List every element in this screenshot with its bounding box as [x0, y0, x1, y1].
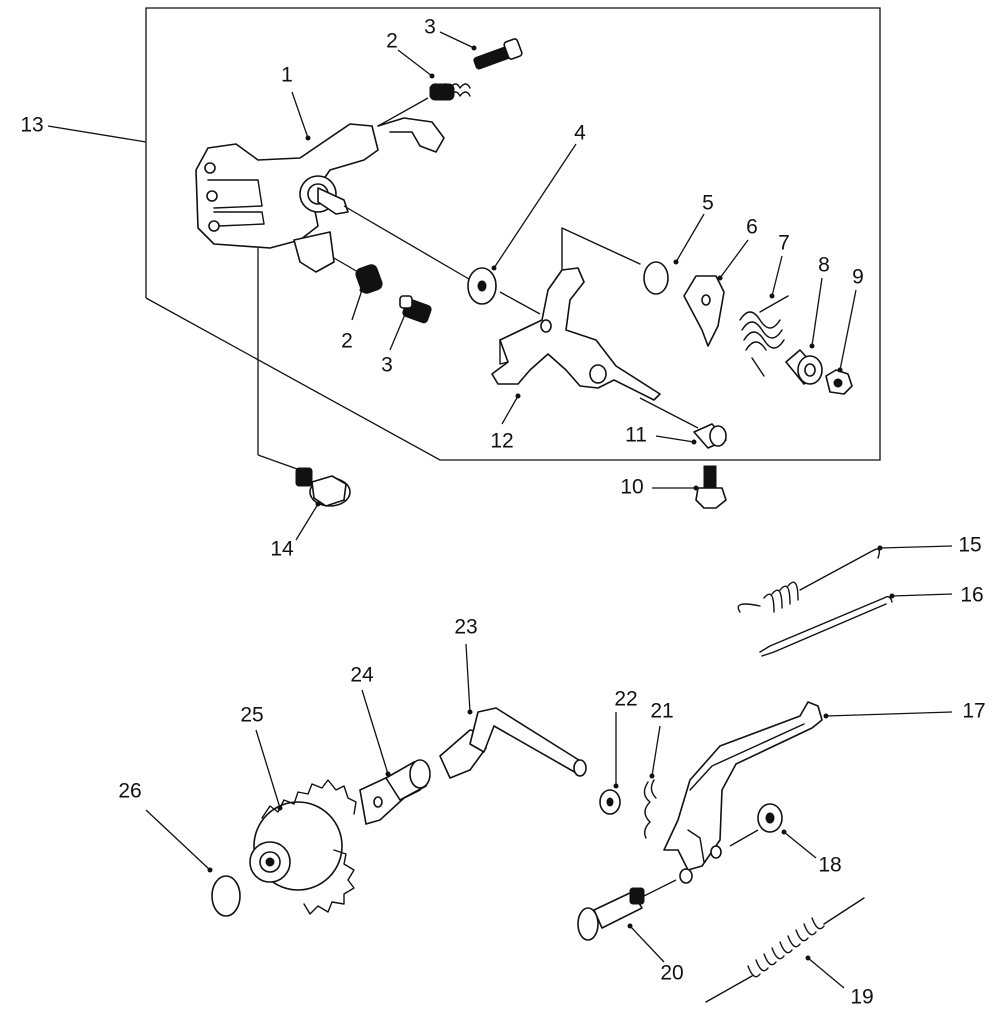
callout-11: 11: [625, 424, 647, 447]
leader-lines: [145, 31, 953, 989]
part-26-washer: [211, 875, 241, 917]
part-14-flange-bolt: [295, 467, 351, 507]
callout-16: 16: [960, 584, 983, 607]
part-19-extension-spring: [705, 897, 865, 1003]
callout-14: 14: [270, 538, 294, 561]
part-15-spring: [737, 548, 881, 613]
part-16-link-rod: [759, 595, 893, 657]
callout-10: 10: [620, 476, 643, 499]
part-21-clip: [643, 779, 657, 839]
part-3-screw-upper: [473, 38, 523, 70]
part-25-governor-gear: [249, 779, 357, 915]
part-5-washer: [643, 261, 669, 295]
callout-15: 15: [958, 534, 981, 557]
callout-25: 25: [240, 704, 263, 727]
part-1-mounting-bracket: [195, 117, 445, 273]
callout-3-lower: 3: [381, 354, 393, 377]
callout-21: 21: [650, 700, 673, 723]
callout-24: 24: [350, 664, 374, 687]
callout-19: 19: [850, 986, 873, 1009]
leader-13: [47, 125, 147, 143]
part-10-bolt: [695, 465, 727, 509]
part-7-torsion-spring: [739, 295, 789, 377]
part-24-bushing: [359, 759, 431, 825]
callout-6: 6: [746, 216, 758, 239]
callout-1: 1: [281, 64, 293, 87]
part-17-control-lever: [663, 701, 823, 884]
callout-7: 7: [778, 232, 790, 255]
assembly-boundary: [145, 7, 881, 461]
callout-labels: 1 2 3 2 3 4 5 6 7 8 9 10 11 12 13 14 15 …: [20, 16, 985, 1009]
callout-20: 20: [660, 962, 683, 985]
callout-23: 23: [454, 616, 477, 639]
callout-22: 22: [614, 688, 637, 711]
callout-12: 12: [490, 430, 513, 453]
part-3-screw-lower: [399, 295, 432, 324]
callout-2-lower: 2: [341, 330, 353, 353]
callout-4: 4: [574, 122, 586, 145]
callout-2-upper: 2: [386, 30, 398, 53]
part-2-spring-upper: [429, 83, 471, 101]
part-9-nut: [825, 369, 853, 395]
callout-13: 13: [20, 114, 43, 137]
part-23-shaft-lever: [439, 707, 587, 779]
callout-5: 5: [702, 192, 714, 215]
part-2-spring-lower: [355, 264, 383, 294]
callout-17: 17: [962, 700, 985, 723]
part-22-washer: [599, 789, 621, 815]
callout-3-upper: 3: [424, 16, 436, 39]
part-18-washer: [757, 803, 783, 833]
callout-8: 8: [818, 254, 830, 277]
part-4-washer: [467, 267, 497, 305]
part-12-lever: [491, 227, 661, 401]
callout-9: 9: [852, 266, 864, 289]
part-11-sleeve: [693, 423, 727, 449]
callout-26: 26: [118, 780, 141, 803]
part-20-shoulder-bolt: [577, 887, 645, 941]
part-6-plate: [683, 275, 725, 347]
callout-18: 18: [818, 854, 841, 877]
part-8-bushing: [785, 349, 823, 385]
